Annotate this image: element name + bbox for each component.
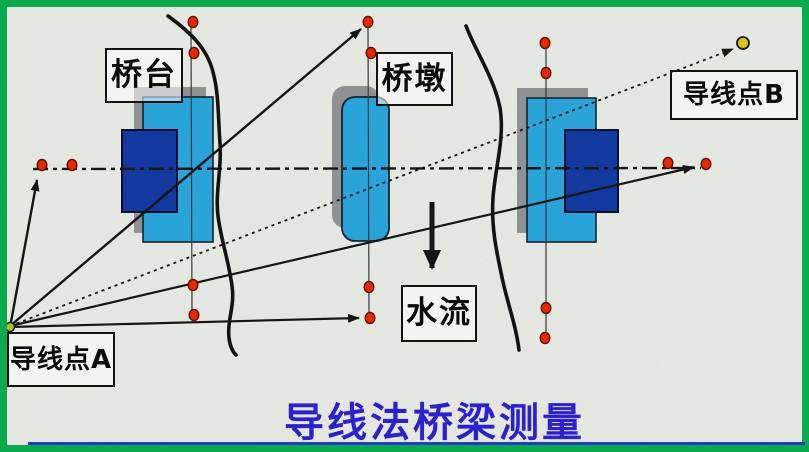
river-bank-left <box>166 14 238 357</box>
survey-marker-dot <box>662 156 674 170</box>
label-water-flow-text: 水流 <box>406 295 472 331</box>
sight-line-a-to-pier-bottom-dot <box>9 313 360 329</box>
survey-marker-dot <box>700 157 712 171</box>
sight-line-a-to-centerline-dot <box>9 179 40 323</box>
survey-marker-dot <box>188 308 200 322</box>
slide-title: 导线法桥梁测量 <box>60 396 809 446</box>
survey-marker-dot <box>365 46 377 60</box>
slide-title-text: 导线法桥梁测量 <box>284 400 585 446</box>
survey-marker-dot <box>364 311 376 325</box>
deck-left <box>121 129 178 213</box>
traverse-point-b-dot <box>736 36 750 50</box>
label-traverse-point-a: 导线点A <box>7 332 115 387</box>
deck-right <box>564 129 619 213</box>
label-abutment-text: 桥台 <box>111 57 177 93</box>
sight-line-a-to-right-dot <box>9 165 695 328</box>
survey-marker-dot <box>187 278 199 292</box>
survey-marker-dot <box>540 66 552 80</box>
label-traverse-point-b-text: 导线点B <box>683 80 785 110</box>
survey-marker-dot <box>66 158 78 172</box>
survey-marker-dot <box>362 15 374 29</box>
survey-marker-dots <box>36 15 712 345</box>
label-pier-text: 桥墩 <box>381 60 448 97</box>
sight-line-a-to-b-dotted <box>9 48 734 327</box>
survey-marker-dot <box>36 158 48 172</box>
label-abutment: 桥台 <box>105 48 183 103</box>
label-pier: 桥墩 <box>376 52 453 106</box>
river-bank-right <box>464 24 521 352</box>
sight-line-a-to-pier-top-dot <box>9 28 362 327</box>
survey-marker-dot <box>539 331 551 345</box>
survey-marker-dot <box>363 280 375 294</box>
label-traverse-point-b: 导线点B <box>670 70 798 120</box>
label-traverse-point-a-text: 导线点A <box>9 344 113 375</box>
bridge-centerline <box>32 166 702 171</box>
label-water-flow: 水流 <box>401 285 477 342</box>
survey-marker-dot <box>187 15 199 29</box>
axis-line-pier <box>367 24 370 317</box>
bottom-rule <box>28 442 805 445</box>
survey-marker-dot <box>188 46 200 60</box>
survey-marker-dot <box>540 301 552 315</box>
survey-marker-dot <box>539 36 551 50</box>
